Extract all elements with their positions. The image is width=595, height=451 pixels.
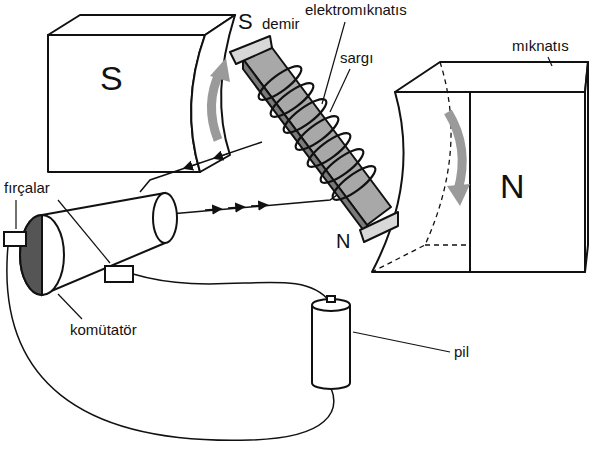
rotation-arrow-head — [210, 58, 230, 82]
part-label: pil — [454, 344, 469, 361]
coil — [254, 61, 379, 205]
pole-letter: N — [500, 168, 525, 205]
wire — [140, 142, 262, 192]
battery — [312, 296, 350, 389]
rotation-arrow-head — [447, 184, 470, 206]
right-magnet — [372, 62, 588, 272]
part-label: elektromıknatıs — [305, 2, 407, 19]
wire — [133, 274, 330, 302]
pole-letter: N — [336, 230, 350, 252]
iron-core — [230, 36, 398, 242]
brush — [105, 266, 133, 282]
part-label: demir — [262, 16, 300, 33]
part-label: mıknatıs — [512, 38, 569, 55]
part-label: sargı — [340, 50, 373, 67]
pole-letter: S — [100, 60, 123, 97]
brush — [4, 232, 26, 246]
rotation-arrow — [448, 112, 462, 190]
wire — [170, 182, 355, 214]
leader-line — [16, 22, 552, 352]
part-label: fırçalar — [4, 180, 50, 197]
pole-letter: S — [238, 10, 253, 34]
rotation-arrow — [211, 72, 220, 140]
left-magnet — [48, 15, 235, 172]
part-label: komütatör — [70, 322, 137, 339]
current-arrows — [185, 153, 266, 210]
